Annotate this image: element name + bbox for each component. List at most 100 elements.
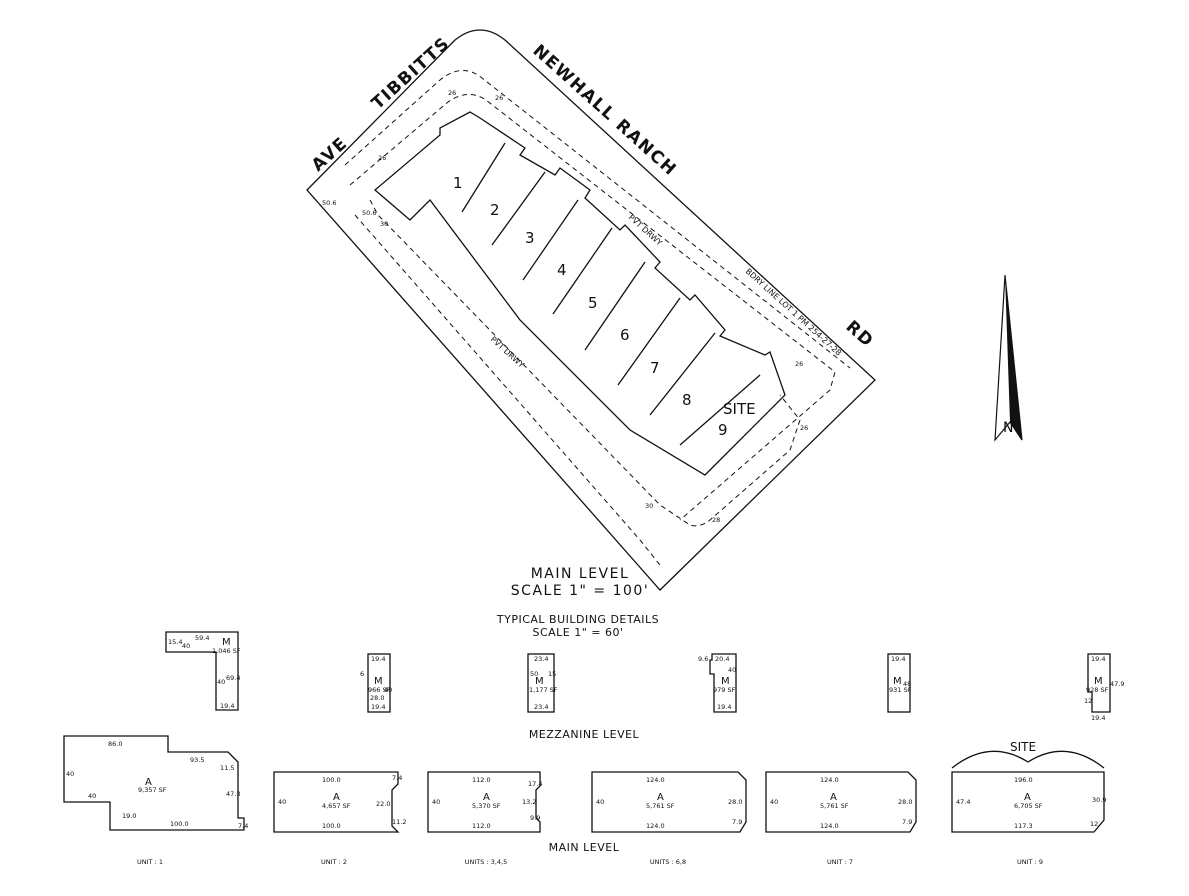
site-label: SITE (723, 400, 756, 418)
mezz-dim: 59.4 (195, 634, 209, 642)
unit-dim: 100.0 (322, 822, 341, 830)
unit-caption: UNITS : 6,8 (650, 858, 686, 866)
unit-dim: 30.9 (1092, 796, 1106, 804)
site-detail-label: SITE (1010, 740, 1036, 754)
mezz-dim: 19.4 (717, 703, 731, 711)
mezz-area: 966 SF (368, 686, 391, 694)
unit-outline (273, 771, 400, 833)
unit-outline (951, 771, 1105, 833)
mezzanine-outline (709, 653, 737, 713)
unit-divider (522, 199, 579, 281)
building-outline (373, 111, 786, 476)
unit-dim: 40 (88, 792, 96, 800)
unit-dim: 11.5 (220, 764, 234, 772)
unit-divider (491, 171, 546, 246)
mezz-dim: 19.4 (371, 703, 385, 711)
main-unit-details: A 9,357 SF 86.0 93.5 11.5 47.3 100.0 40 … (63, 735, 1106, 866)
unit-divider (584, 261, 646, 351)
unit-area: 5,761 SF (820, 802, 849, 810)
setback-dim: 50.6 (322, 199, 336, 207)
unit-dim: 7.9 (902, 818, 912, 826)
unit-caption: UNIT : 2 (321, 858, 347, 866)
unit-dim: 40 (596, 798, 604, 806)
driveway-outer-line (344, 70, 851, 369)
mezz-dim: 19.4 (1091, 655, 1105, 663)
unit-dim: 28.0 (898, 798, 912, 806)
site-plan: 1 2 3 4 5 6 7 8 9 SITE NEWHALL RANCH RD … (306, 29, 878, 599)
plan-title: MAIN LEVEL (531, 566, 630, 582)
unit-number: 2 (490, 201, 500, 219)
mezzanine-outline (367, 653, 391, 713)
mezz-dim: 69.4 (226, 674, 240, 682)
unit-number: 4 (557, 261, 567, 279)
unit-divider (679, 374, 761, 446)
unit-area: 5,370 SF (472, 802, 501, 810)
detail-scale: SCALE 1" = 60' (532, 626, 623, 639)
unit-dim: 86.0 (108, 740, 122, 748)
unit-dim: 40 (432, 798, 440, 806)
mezzanine-outline (1087, 653, 1111, 713)
unit-dim: 196.0 (1014, 776, 1033, 784)
unit-divider (617, 297, 681, 386)
mezz-dim: 20.4 (715, 655, 729, 663)
driveway-label: PVT DRWY (489, 335, 526, 370)
setback-dim: 26 (495, 94, 503, 102)
unit-caption: UNIT : 9 (1017, 858, 1043, 866)
mezz-dim: 19.4 (1091, 714, 1105, 722)
unit-area: 6,705 SF (1014, 802, 1043, 810)
unit-dim: 28.0 (728, 798, 742, 806)
unit-letter: A (830, 792, 837, 803)
unit-dim: 7.4 (238, 822, 248, 830)
unit-number: 1 (453, 174, 463, 192)
unit-dim: 112.0 (472, 822, 491, 830)
mezz-dim: 47.9 (1110, 680, 1124, 688)
unit-dim: 47.3 (226, 790, 240, 798)
unit-dim: 117.3 (1014, 822, 1033, 830)
property-boundary (306, 29, 876, 591)
unit-dim: 17.4 (528, 780, 542, 788)
unit-divider (461, 142, 506, 213)
unit-dim: 112.0 (472, 776, 491, 784)
street-name-newhall: NEWHALL RANCH (529, 41, 681, 180)
unit-area: 9,357 SF (138, 786, 167, 794)
unit-number: 8 (682, 391, 692, 409)
unit-divider (552, 227, 613, 315)
mezzanine-details: M 1,046 SF 59.4 40 15.4 69.4 40 19.4 M 9… (165, 631, 1124, 722)
mezz-dim: 28.0 (370, 694, 384, 702)
mezz-area: 1,177 SF (529, 686, 558, 694)
street-name-rd: RD (842, 317, 878, 352)
unit-letter: A (1024, 792, 1031, 803)
setback-dim: 26 (800, 424, 808, 432)
unit-caption: UNITS : 3,4,5 (465, 858, 508, 866)
unit-outline (765, 771, 917, 833)
setback-dim: 30 (380, 220, 388, 228)
unit-letter: A (333, 792, 340, 803)
mezz-dim: 15 (548, 670, 556, 678)
setback-dim: 26 (795, 360, 803, 368)
unit-letter: A (483, 792, 490, 803)
unit-divider (649, 332, 716, 416)
setback-dim: 26 (448, 89, 456, 97)
unit-dim: 19.0 (122, 812, 136, 820)
unit-number: 5 (588, 294, 598, 312)
unit-letter: A (145, 777, 152, 788)
mezz-letter: M (721, 676, 730, 687)
unit-dim: 40 (66, 770, 74, 778)
unit-dim: 11.2 (392, 818, 406, 826)
mezz-area: 1,046 SF (212, 647, 241, 655)
unit-dim: 100.0 (322, 776, 341, 784)
mezz-area: 979 SF (713, 686, 736, 694)
mezzanine-outline (887, 653, 911, 713)
unit-outline (427, 771, 541, 833)
unit-caption: UNIT : 1 (137, 858, 163, 866)
mezzanine-outline (527, 653, 555, 713)
unit-dim: 124.0 (820, 822, 839, 830)
unit-dim: 124.0 (646, 822, 665, 830)
north-label: N (1003, 420, 1013, 436)
detail-title: TYPICAL BUILDING DETAILS (496, 613, 659, 626)
unit-outline (591, 771, 747, 833)
driveway-line-inner (369, 199, 801, 527)
mezz-area: 928 SF (1086, 686, 1109, 694)
unit-dim: 124.0 (820, 776, 839, 784)
unit-dim: 40 (278, 798, 286, 806)
